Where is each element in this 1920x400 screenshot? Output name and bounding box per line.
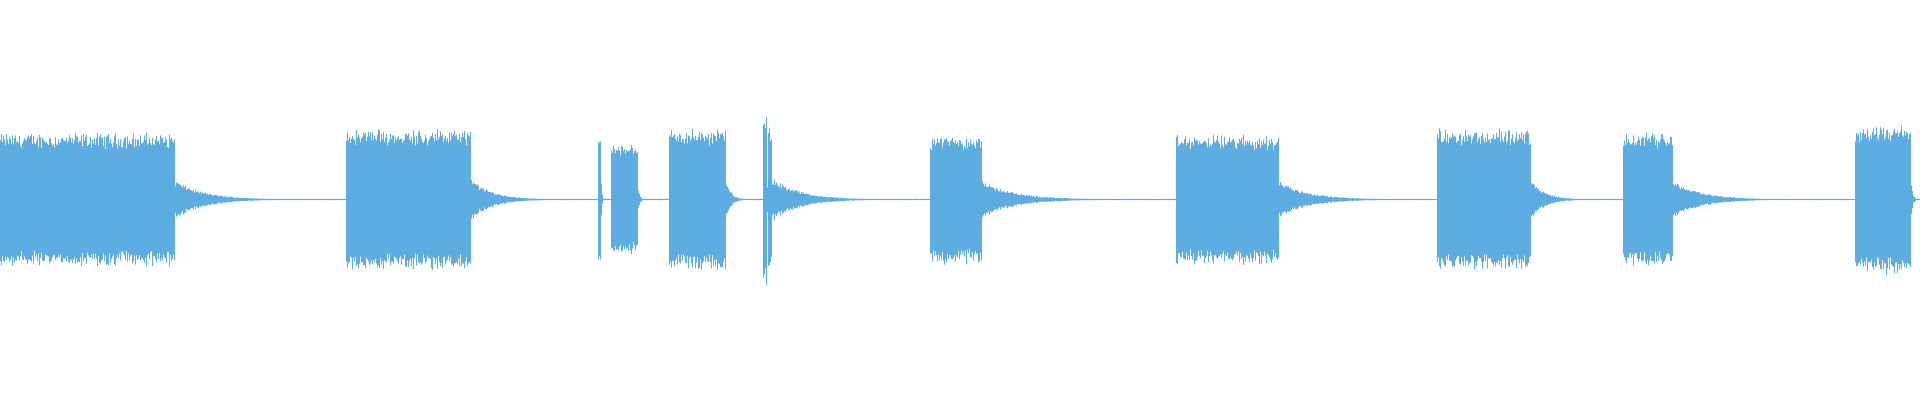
waveform-path bbox=[0, 117, 1920, 285]
waveform-bars bbox=[0, 117, 1920, 285]
